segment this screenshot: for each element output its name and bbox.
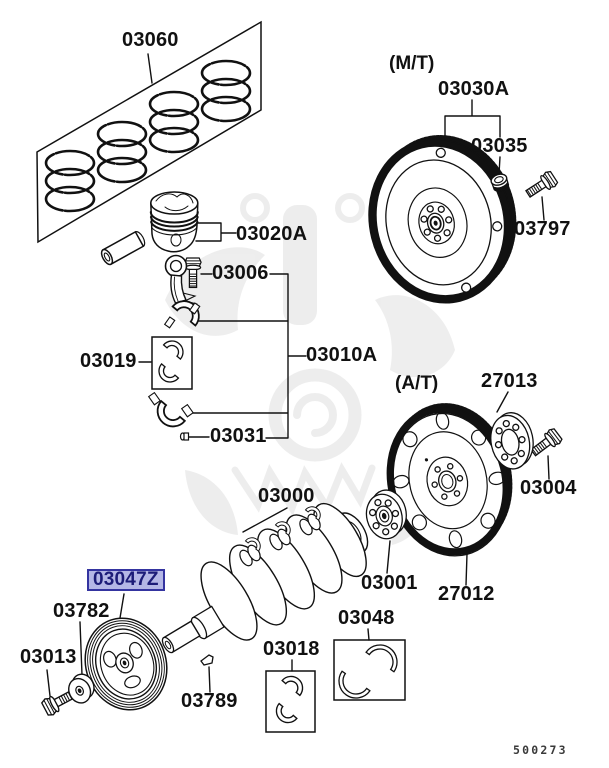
pilot-bushing-drawing (490, 173, 510, 192)
flywheel-bolt-drawing (522, 169, 560, 202)
piston-ring-set-drawing (36, 20, 262, 244)
part-label-03006[interactable]: 03006 (212, 262, 269, 284)
part-label-03000[interactable]: 03000 (258, 485, 315, 507)
pulley-washer-drawing (68, 673, 95, 704)
connecting-rod-drawing (163, 254, 206, 329)
leader-lines (46, 53, 550, 697)
part-label-03048[interactable]: 03048 (338, 607, 395, 629)
rod-bearing-set-drawing (151, 335, 193, 390)
diagram-number: 500273 (513, 743, 568, 757)
transmission-type-at-label: (A/T) (395, 373, 439, 394)
part-label-03004[interactable]: 03004 (520, 477, 577, 499)
part-label-03020a[interactable]: 03020A (236, 223, 308, 245)
part-label-03013[interactable]: 03013 (20, 646, 77, 668)
part-label-03010a[interactable]: 03010A (306, 344, 378, 366)
thrust-washer-set-drawing (331, 637, 406, 706)
part-label-03031[interactable]: 03031 (210, 425, 267, 447)
mt-flywheel-drawing (368, 135, 517, 304)
part-label-03789[interactable]: 03789 (181, 690, 238, 712)
crankshaft-drawing (161, 502, 369, 654)
part-label-03018[interactable]: 03018 (263, 638, 320, 660)
rod-plug-drawing (179, 432, 190, 441)
part-label-03030a[interactable]: 03030A (438, 78, 510, 100)
piston-pin-drawing (100, 230, 146, 266)
rod-cap-drawing (147, 391, 194, 434)
part-label-27012[interactable]: 27012 (438, 583, 495, 605)
part-label-03047z-highlighted[interactable]: 03047Z (87, 569, 165, 591)
part-label-03035[interactable]: 03035 (471, 135, 528, 157)
part-label-27013[interactable]: 27013 (481, 370, 538, 392)
crank-pulley-drawing (84, 617, 168, 711)
transmission-type-mt-label: (M/T) (389, 53, 435, 74)
part-label-03797[interactable]: 03797 (514, 218, 571, 240)
part-label-03060[interactable]: 03060 (122, 29, 179, 51)
part-label-03019[interactable]: 03019 (80, 350, 137, 372)
main-bearing-set-drawing (265, 670, 316, 733)
crank-key-drawing (200, 654, 214, 666)
piston-drawing (149, 191, 199, 253)
part-label-03001[interactable]: 03001 (361, 572, 418, 594)
crank-adapter-drawing (365, 489, 407, 540)
driveplate-spacer-drawing (490, 412, 534, 470)
part-label-03782[interactable]: 03782 (53, 600, 110, 622)
